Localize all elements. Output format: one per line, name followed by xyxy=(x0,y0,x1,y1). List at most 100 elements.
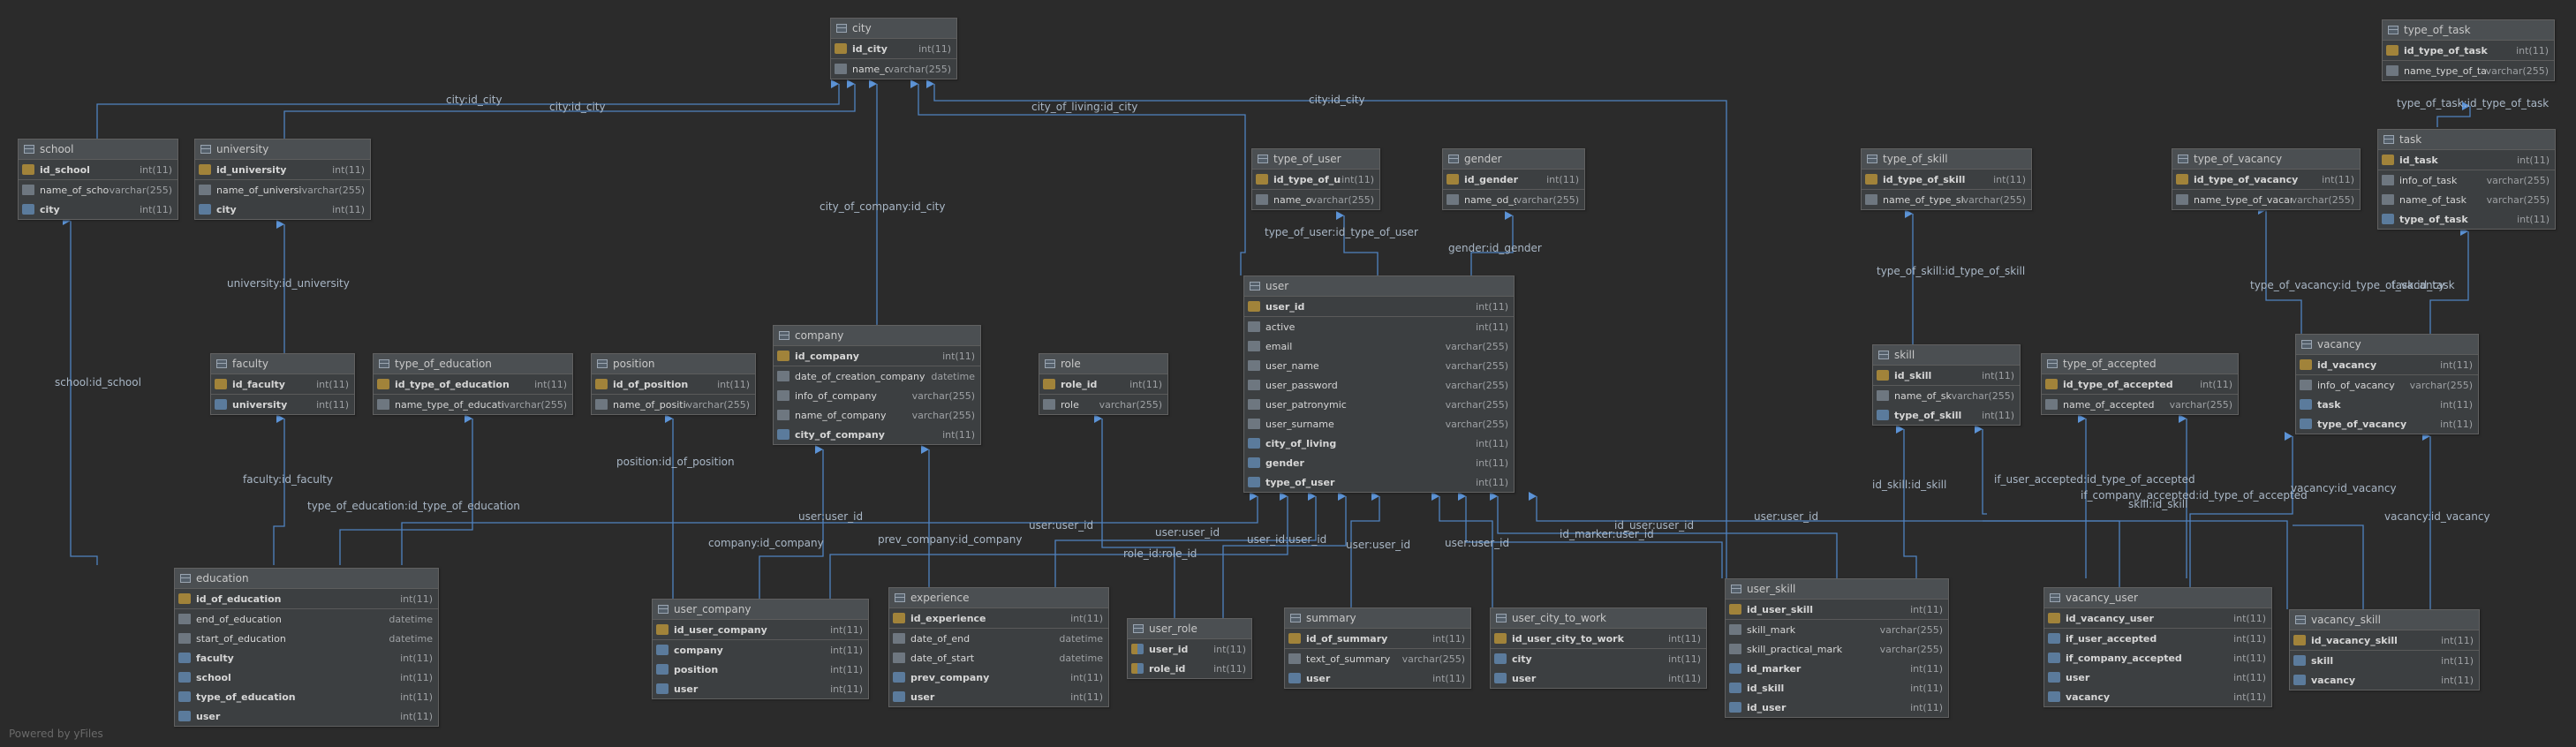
column-row[interactable]: name_of_type_skillvarchar(255) xyxy=(1862,189,2031,209)
column-row[interactable]: name_of_positionvarchar(255) xyxy=(592,394,755,414)
column-row[interactable]: name_of_skillvarchar(255) xyxy=(1873,385,2020,405)
table-city[interactable]: cityid_cityint(11)name_of_cityvarchar(25… xyxy=(830,18,957,79)
column-row[interactable]: name_od_gendervarchar(255) xyxy=(1443,189,1584,209)
table-gender[interactable]: genderid_genderint(11)name_od_gendervarc… xyxy=(1442,148,1585,210)
table-skill[interactable]: skillid_skillint(11)name_of_skillvarchar… xyxy=(1872,344,2021,426)
column-row[interactable]: name_of_type_uservarchar(255) xyxy=(1252,189,1379,209)
column-row[interactable]: name_type_of_educationvarchar(255) xyxy=(374,394,572,414)
column-row[interactable]: name_of_schoolvarchar(255) xyxy=(19,179,178,200)
table-school[interactable]: schoolid_schoolint(11)name_of_schoolvarc… xyxy=(18,139,178,220)
